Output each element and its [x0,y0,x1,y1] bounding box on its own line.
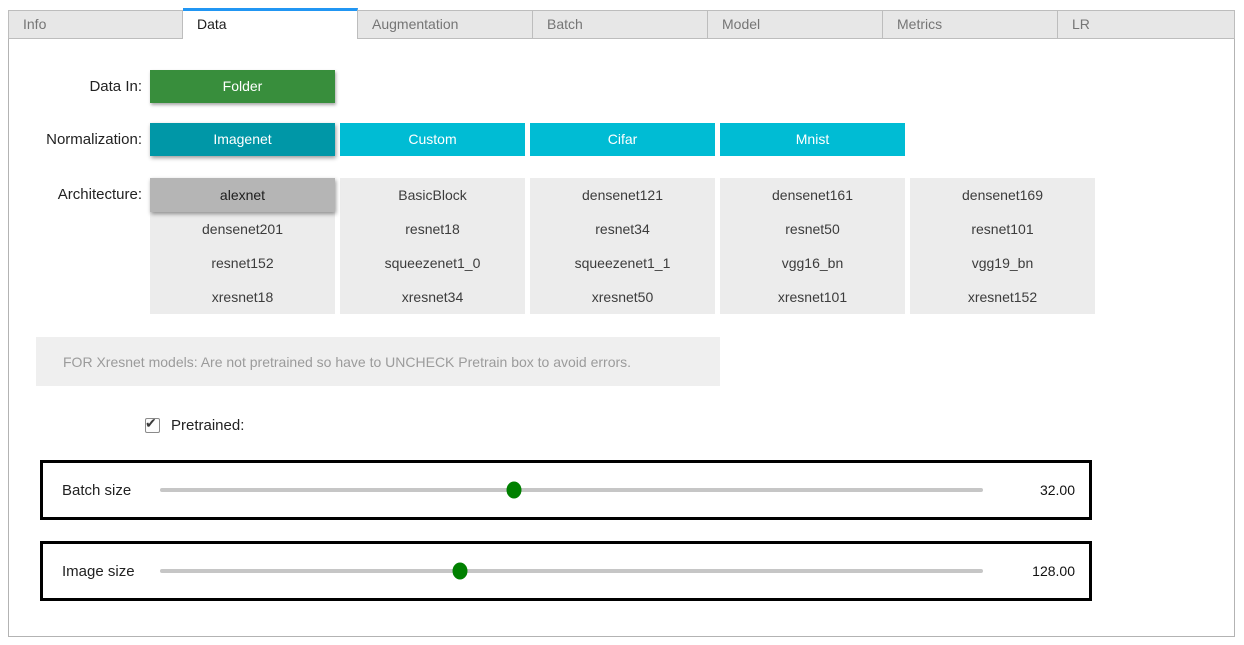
tab-metrics[interactable]: Metrics [883,10,1058,39]
normalization-label: Normalization: [46,131,142,148]
data-in-label: Data In: [89,78,142,95]
batch-size-slider-track[interactable] [160,481,983,499]
architecture-column: densenet161 resnet50 vgg16_bn xresnet101 [720,178,905,314]
architecture-option-squeezenet1_1[interactable]: squeezenet1_1 [530,246,715,280]
architecture-column: alexnet densenet201 resnet152 xresnet18 [150,178,335,314]
architecture-option-resnet34[interactable]: resnet34 [530,212,715,246]
architecture-option-xresnet101[interactable]: xresnet101 [720,280,905,314]
architecture-option-basicblock[interactable]: BasicBlock [340,178,525,212]
architecture-row: Architecture: alexnet densenet201 resnet… [9,178,1095,314]
architecture-option-xresnet152[interactable]: xresnet152 [910,280,1095,314]
normalization-option-mnist[interactable]: Mnist [720,123,905,156]
pretrained-label: Pretrained: [171,416,245,434]
architecture-option-resnet152[interactable]: resnet152 [150,246,335,280]
architecture-column: densenet121 resnet34 squeezenet1_1 xresn… [530,178,715,314]
folder-button[interactable]: Folder [150,70,335,103]
normalization-option-custom[interactable]: Custom [340,123,525,156]
architecture-option-densenet121[interactable]: densenet121 [530,178,715,212]
tab-batch[interactable]: Batch [533,10,708,39]
settings-panel: Info Data Augmentation Batch Model Metri… [8,8,1235,637]
architecture-option-densenet201[interactable]: densenet201 [150,212,335,246]
image-size-slider-handle[interactable] [452,562,468,580]
architecture-column: BasicBlock resnet18 squeezenet1_0 xresne… [340,178,525,314]
normalization-row: Normalization: Imagenet Custom Cifar Mni… [9,123,905,156]
tab-bar: Info Data Augmentation Batch Model Metri… [8,8,1235,39]
image-size-slider-track[interactable] [160,562,983,580]
normalization-option-imagenet[interactable]: Imagenet [150,123,335,156]
architecture-option-xresnet34[interactable]: xresnet34 [340,280,525,314]
batch-size-slider-box: Batch size 32.00 [40,460,1092,520]
data-in-row: Data In: Folder [9,69,335,104]
xresnet-warning-note: FOR Xresnet models: Are not pretrained s… [36,337,720,386]
architecture-option-densenet169[interactable]: densenet169 [910,178,1095,212]
architecture-option-xresnet18[interactable]: xresnet18 [150,280,335,314]
image-size-slider-box: Image size 128.00 [40,541,1092,601]
tab-lr[interactable]: LR [1058,10,1235,39]
architecture-option-vgg16_bn[interactable]: vgg16_bn [720,246,905,280]
normalization-option-cifar[interactable]: Cifar [530,123,715,156]
batch-size-slider-handle[interactable] [506,481,522,499]
architecture-option-densenet161[interactable]: densenet161 [720,178,905,212]
architecture-option-resnet50[interactable]: resnet50 [720,212,905,246]
architecture-option-xresnet50[interactable]: xresnet50 [530,280,715,314]
architecture-options: alexnet densenet201 resnet152 xresnet18 … [150,178,1095,314]
tab-info[interactable]: Info [8,10,183,39]
architecture-option-vgg19_bn[interactable]: vgg19_bn [910,246,1095,280]
normalization-options: Imagenet Custom Cifar Mnist [150,123,905,156]
architecture-label: Architecture: [57,186,142,203]
image-size-label: Image size [62,562,135,580]
architecture-column: densenet169 resnet101 vgg19_bn xresnet15… [910,178,1095,314]
tab-augmentation[interactable]: Augmentation [358,10,533,39]
batch-size-value: 32.00 [1039,482,1075,498]
architecture-option-resnet18[interactable]: resnet18 [340,212,525,246]
architecture-option-resnet101[interactable]: resnet101 [910,212,1095,246]
architecture-option-squeezenet1_0[interactable]: squeezenet1_0 [340,246,525,280]
image-size-value: 128.00 [1032,563,1075,579]
architecture-option-alexnet[interactable]: alexnet [150,178,335,212]
batch-size-label: Batch size [62,481,132,499]
pretrained-checkbox[interactable] [145,415,160,433]
tab-model[interactable]: Model [708,10,883,39]
pretrained-row: Pretrained: [145,410,244,440]
tab-data[interactable]: Data [183,8,358,39]
